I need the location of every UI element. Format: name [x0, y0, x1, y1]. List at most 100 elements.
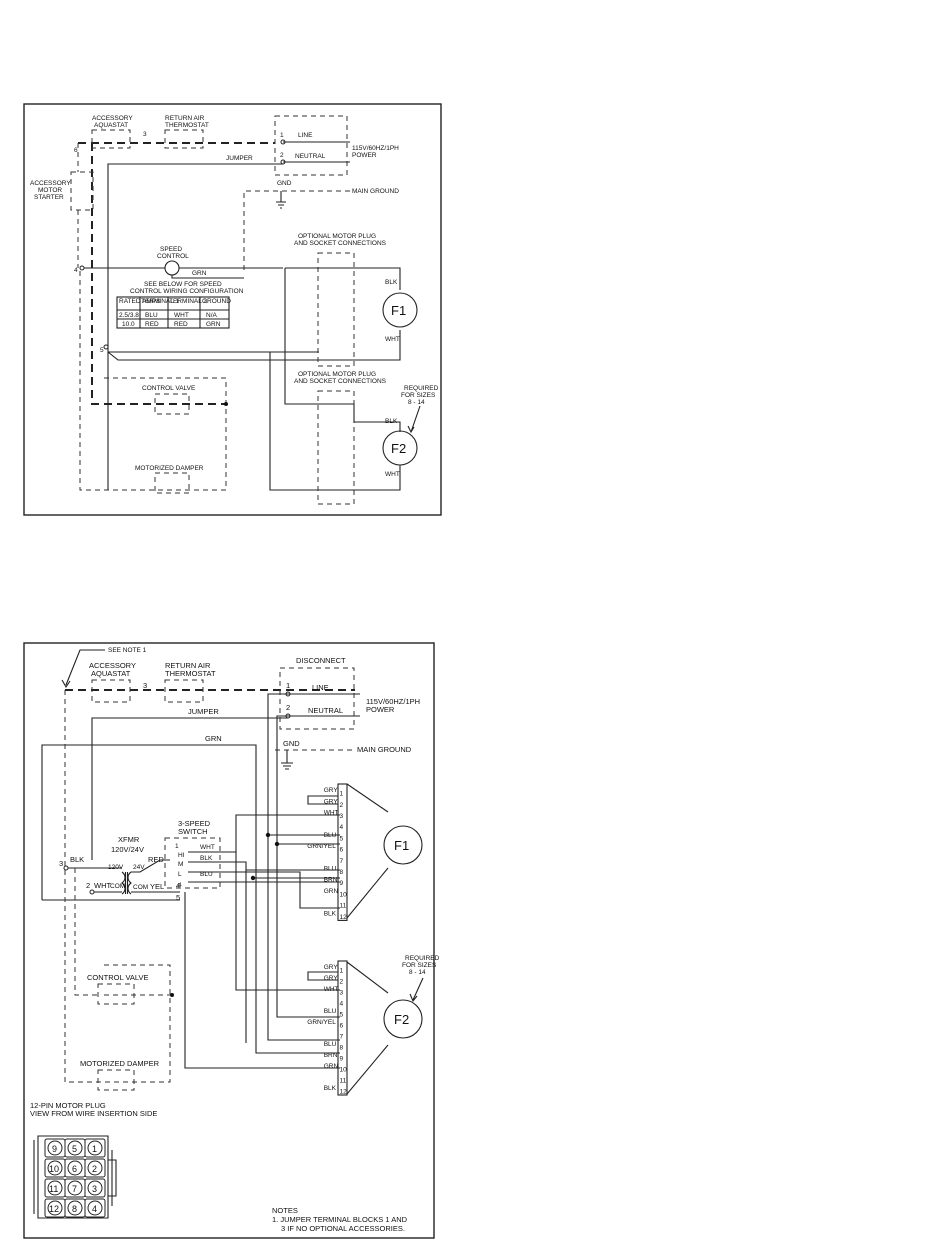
plug-pin-number: 11 — [49, 1184, 58, 1194]
table-header-amps: RATED AMPS — [119, 298, 161, 305]
plug-pin-number: 2 — [92, 1164, 97, 1174]
wire-color-label: BLK — [324, 1085, 337, 1092]
table-header-ground: GROUND — [202, 298, 231, 305]
pin-number: 5 — [340, 1012, 344, 1019]
red-wire — [131, 859, 170, 873]
pin-number: 7 — [340, 858, 344, 865]
pin-number: 1 — [340, 791, 344, 798]
control-valve-label: CONTROL VALVE — [142, 385, 196, 392]
terminal-6-label: 6 — [74, 147, 78, 154]
plug-pin-number: 7 — [72, 1184, 77, 1194]
wire-color-label: WHT — [324, 810, 339, 817]
fan-motor-f2 — [383, 999, 423, 1039]
plug-pin — [67, 1160, 83, 1176]
junction-dot — [274, 841, 280, 847]
table-cell: 10.0 — [122, 321, 135, 328]
gry-jumper-f2 — [307, 971, 338, 981]
diagram-1-border — [23, 103, 442, 516]
wht-f1-wire — [360, 330, 401, 361]
see-below-label-2: CONTROL WIRING CONFIGURATION — [130, 288, 244, 295]
return-air-thermostat-box — [164, 129, 204, 149]
plug-pin-number: 12 — [49, 1204, 59, 1214]
valve-dashed-wire — [74, 868, 98, 996]
return-air-thermostat-label-1: RETURN AIR — [165, 115, 205, 122]
pin-number: 8 — [340, 1045, 344, 1052]
plug-body — [37, 1135, 109, 1219]
terminal-3-label: 3 — [143, 681, 147, 690]
blk-f1-wire — [285, 267, 401, 290]
pin-number: 3 — [340, 990, 344, 997]
motor-plug-f1-strip: 1GRY2GRY3WHT45BLU6GRN/YEL78BLU9BRN10GRN1… — [307, 783, 348, 921]
pin-number: 10 — [340, 1067, 348, 1074]
neutral-label: NEUTRAL — [308, 706, 343, 715]
return-air-thermostat-label-1: RETURN AIR — [165, 661, 211, 670]
plug-pin — [67, 1200, 83, 1216]
required-label-2: FOR SIZES — [401, 392, 436, 399]
pin-number: 1 — [340, 968, 344, 975]
gnd-label: GND — [283, 739, 300, 748]
optional-plug-bottom — [317, 390, 355, 505]
blk-label: BLK — [70, 855, 84, 864]
pin-number: 3 — [340, 813, 344, 820]
plug-pin — [87, 1140, 103, 1156]
speed-control-label-2: CONTROL — [157, 253, 189, 260]
plug-bottom-label-2: AND SOCKET CONNECTIONS — [294, 378, 387, 385]
accessory-motor-starter-box — [70, 171, 94, 211]
junction-dot — [250, 875, 256, 881]
motor-plug-title-2: VIEW FROM WIRE INSERTION SIDE — [30, 1109, 157, 1118]
terminal-4 — [79, 265, 85, 271]
xfmr-term-2 — [89, 889, 95, 895]
ground-symbol — [276, 191, 286, 209]
f1-blk-label: BLK — [385, 279, 398, 286]
switch-term-m: M — [178, 861, 183, 868]
required-arrow — [409, 977, 424, 1003]
motor-starter-label-1: ACCESSORY — [30, 180, 71, 187]
plug-pin — [67, 1180, 83, 1196]
xfmr-term-4-label: 4 — [176, 881, 180, 890]
speed-switch-label-1: 3-SPEED — [178, 819, 211, 828]
jumper-wire — [107, 163, 283, 175]
wire-color-label: GRY — [324, 787, 339, 794]
power-label-2: POWER — [352, 152, 377, 159]
pin-number: 2 — [340, 802, 344, 809]
f1-label: F1 — [394, 838, 409, 853]
terminal-2-label: 2 — [286, 703, 290, 712]
motor-starter-label-2: MOTOR — [38, 187, 62, 194]
plug-pin-number: 6 — [72, 1164, 77, 1174]
wire-color-label: GRY — [324, 798, 339, 805]
disconnect-box — [279, 667, 355, 730]
speed-switch-label-2: SWITCH — [178, 827, 208, 836]
notes-title: NOTES — [272, 1206, 298, 1215]
control-line-left — [91, 143, 226, 405]
plug-pin — [47, 1140, 63, 1156]
jumper-label: JUMPER — [188, 707, 219, 716]
grn-label: GRN — [192, 270, 207, 277]
f2-blk-label: BLK — [385, 418, 398, 425]
table-cell: RED — [174, 321, 188, 328]
wht-label: WHT — [94, 881, 111, 890]
line-to-f2-wire — [284, 268, 320, 405]
wire-color-label: GRN/YEL — [307, 1019, 336, 1026]
com-label-2: COM — [133, 884, 148, 891]
fan-motor-f2 — [382, 430, 418, 466]
optional-plug-top — [317, 252, 355, 367]
power-label-1: 115V/60HZ/1PH — [366, 697, 420, 706]
plug-pin-number: 4 — [92, 1204, 97, 1214]
main-ground-label: MAIN GROUND — [357, 745, 412, 754]
blk-f2-wire — [320, 403, 401, 432]
required-label-1: REQUIRED — [404, 385, 439, 392]
junction-dot — [265, 832, 271, 838]
line-label: LINE — [298, 132, 313, 139]
red-label: RED — [148, 855, 164, 864]
plug-pin — [67, 1140, 83, 1156]
fan-motor-f1 — [382, 292, 418, 328]
table-header-term2: TERMINAL 2 — [169, 298, 207, 305]
wire-color-label: GRN — [324, 888, 339, 895]
speed-control-table: RATED AMPS TERMINAL 1 TERMINAL 2 GROUND … — [116, 296, 231, 329]
motor-starter-label-3: STARTER — [34, 194, 64, 201]
pin-number: 5 — [340, 835, 344, 842]
return-air-thermostat-label-2: THERMOSTAT — [165, 122, 209, 129]
pin-number: 9 — [340, 880, 344, 887]
terminal-strip — [337, 960, 348, 1096]
yel-label: YEL — [150, 882, 164, 891]
